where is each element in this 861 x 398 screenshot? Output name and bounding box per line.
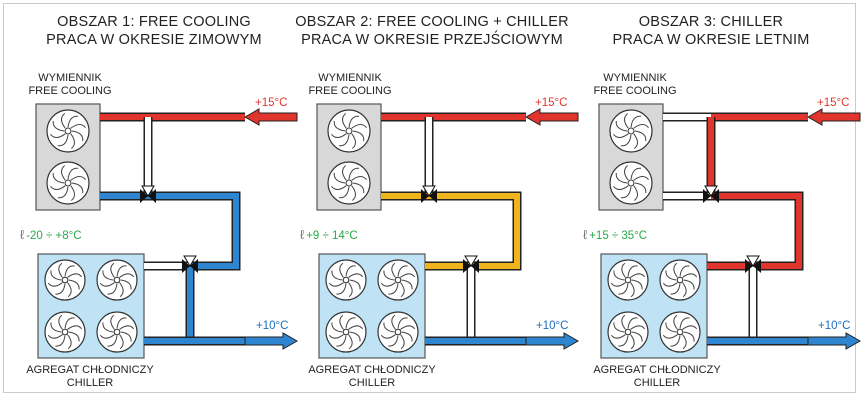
- panel-3-loop-pipe: [711, 191, 804, 271]
- panel-3-title-line2: PRACA W OKRESIE LETNIM: [612, 32, 810, 48]
- panel-1-inlet-temp: +15°C: [255, 97, 288, 109]
- panel-1-ambient-range: -20 ÷ +8°C: [26, 230, 82, 242]
- panel-2-chiller-line2: CHILLER: [348, 377, 396, 389]
- panel-1-exchanger-line1: WYMIENNIK: [38, 72, 102, 84]
- panel-2-inlet-arrow-icon: [524, 108, 579, 126]
- panel-1-exchanger-label: WYMIENNIK FREE COOLING: [20, 72, 120, 98]
- panel-2-exchanger-label: WYMIENNIK FREE COOLING: [300, 72, 400, 98]
- panel-3-chiller-fan-1-icon: [607, 259, 649, 301]
- panel-3-chiller-fan-3-icon: [607, 311, 649, 353]
- panel-2-title-line2: PRACA W OKRESIE PRZEJŚCIOWYM: [301, 32, 563, 48]
- panel-3-chiller-line1: AGREGAT CHŁODNICZY: [593, 364, 721, 376]
- panel-3-ambient: ℓ+15 ÷ 35°C: [583, 227, 647, 242]
- panel-3-inlet-arrow-icon: [806, 108, 861, 126]
- panel-3-title-line1: OBSZAR 3: CHILLER: [638, 14, 784, 30]
- panel-2-thermometer-icon: ℓ: [300, 227, 305, 242]
- panel-3-outlet-arrow-icon: [807, 332, 861, 350]
- panel-1-exchanger-line2: FREE COOLING: [28, 85, 112, 97]
- panel-3-upper-valve-icon: [703, 185, 719, 203]
- panel-2-chiller-fan-1-icon: [325, 259, 367, 301]
- panel-3-chiller-line2: CHILLER: [633, 377, 681, 389]
- panel-1-lower-valve-icon: [182, 255, 198, 273]
- panel-1-chiller-fan-3-icon: [44, 311, 86, 353]
- panel-2-exchanger-line1: WYMIENNIK: [318, 72, 382, 84]
- panel-1-exchanger-fan-1-icon: [46, 109, 90, 153]
- panel-1-chiller-fan-1-icon: [44, 259, 86, 301]
- panel-3-exchanger-fan-2-icon: [609, 161, 653, 205]
- panel-2-exchanger-line2: FREE COOLING: [308, 85, 392, 97]
- panel-2-chiller-line1: AGREGAT CHŁODNICZY: [308, 364, 436, 376]
- panel-3-chiller-label: AGREGAT CHŁODNICZY CHILLER: [587, 364, 727, 390]
- panel-2-outlet-arrow-icon: [525, 332, 580, 350]
- panel-2-upper-valve-icon: [421, 185, 437, 203]
- panel-1-outlet-temp: +10°C: [256, 320, 289, 332]
- panel-3-exchanger-fan-1-icon: [609, 109, 653, 153]
- panel-3-exchanger-line2: FREE COOLING: [593, 85, 677, 97]
- panel-1-exchanger-fan-2-icon: [46, 161, 90, 205]
- panel-2-title: OBSZAR 2: FREE COOLING + CHILLER PRACA W…: [292, 13, 572, 49]
- panel-3-outlet-temp: +10°C: [818, 320, 851, 332]
- panel-2-loop-pipe: [381, 191, 522, 271]
- panel-2-chiller-fan-3-icon: [325, 311, 367, 353]
- panel-1-title: OBSZAR 1: FREE COOLING PRACA W OKRESIE Z…: [14, 13, 294, 49]
- panel-3-chiller-fan-4-icon: [659, 311, 701, 353]
- panel-1-chiller-fan-2-icon: [96, 259, 138, 301]
- panel-2-chiller-fan-2-icon: [377, 259, 419, 301]
- panel-2-inlet-temp: +15°C: [535, 97, 568, 109]
- panel-3-title: OBSZAR 3: CHILLER PRACA W OKRESIE LETNIM: [571, 13, 851, 49]
- panel-3-exchanger-line1: WYMIENNIK: [603, 72, 667, 84]
- panel-1-thermometer-icon: ℓ: [20, 227, 25, 242]
- diagram-frame: [3, 3, 856, 393]
- panel-1-outlet-arrow-icon: [244, 332, 299, 350]
- panel-1-ambient: ℓ-20 ÷ +8°C: [20, 227, 82, 242]
- panel-2-exchanger-fan-1-icon: [327, 109, 371, 153]
- panel-2-ambient: ℓ+9 ÷ 14°C: [300, 227, 358, 242]
- panel-3-inlet-temp: +15°C: [817, 97, 850, 109]
- panel-1-title-line1: OBSZAR 1: FREE COOLING: [57, 14, 251, 30]
- panel-1-chiller-label: AGREGAT CHŁODNICZY CHILLER: [20, 364, 160, 390]
- panel-2-chiller-label: AGREGAT CHŁODNICZY CHILLER: [302, 364, 442, 390]
- panel-1-chiller-line2: CHILLER: [66, 377, 114, 389]
- panel-2-title-line1: OBSZAR 2: FREE COOLING + CHILLER: [295, 14, 569, 30]
- panel-3-lower-valve-icon: [745, 255, 761, 273]
- panel-2-outlet-temp: +10°C: [536, 320, 569, 332]
- panel-1-inlet-arrow-icon: [243, 108, 298, 126]
- panel-3-ambient-range: +15 ÷ 35°C: [589, 230, 648, 242]
- panel-1-title-line2: PRACA W OKRESIE ZIMOWYM: [46, 32, 262, 48]
- panel-1-upper-valve-icon: [140, 185, 156, 203]
- panel-2-lower-valve-icon: [463, 255, 479, 273]
- panel-1-chiller-line1: AGREGAT CHŁODNICZY: [26, 364, 154, 376]
- panel-3-thermometer-icon: ℓ: [583, 227, 588, 242]
- panel-2-exchanger-fan-2-icon: [327, 161, 371, 205]
- panel-2-ambient-range: +9 ÷ 14°C: [306, 230, 358, 242]
- panel-1-loop-pipe: [100, 191, 241, 271]
- panel-1-chiller-fan-4-icon: [96, 311, 138, 353]
- panel-2-chiller-fan-4-icon: [377, 311, 419, 353]
- panel-3-chiller-fan-2-icon: [659, 259, 701, 301]
- panel-3-exchanger-label: WYMIENNIK FREE COOLING: [585, 72, 685, 98]
